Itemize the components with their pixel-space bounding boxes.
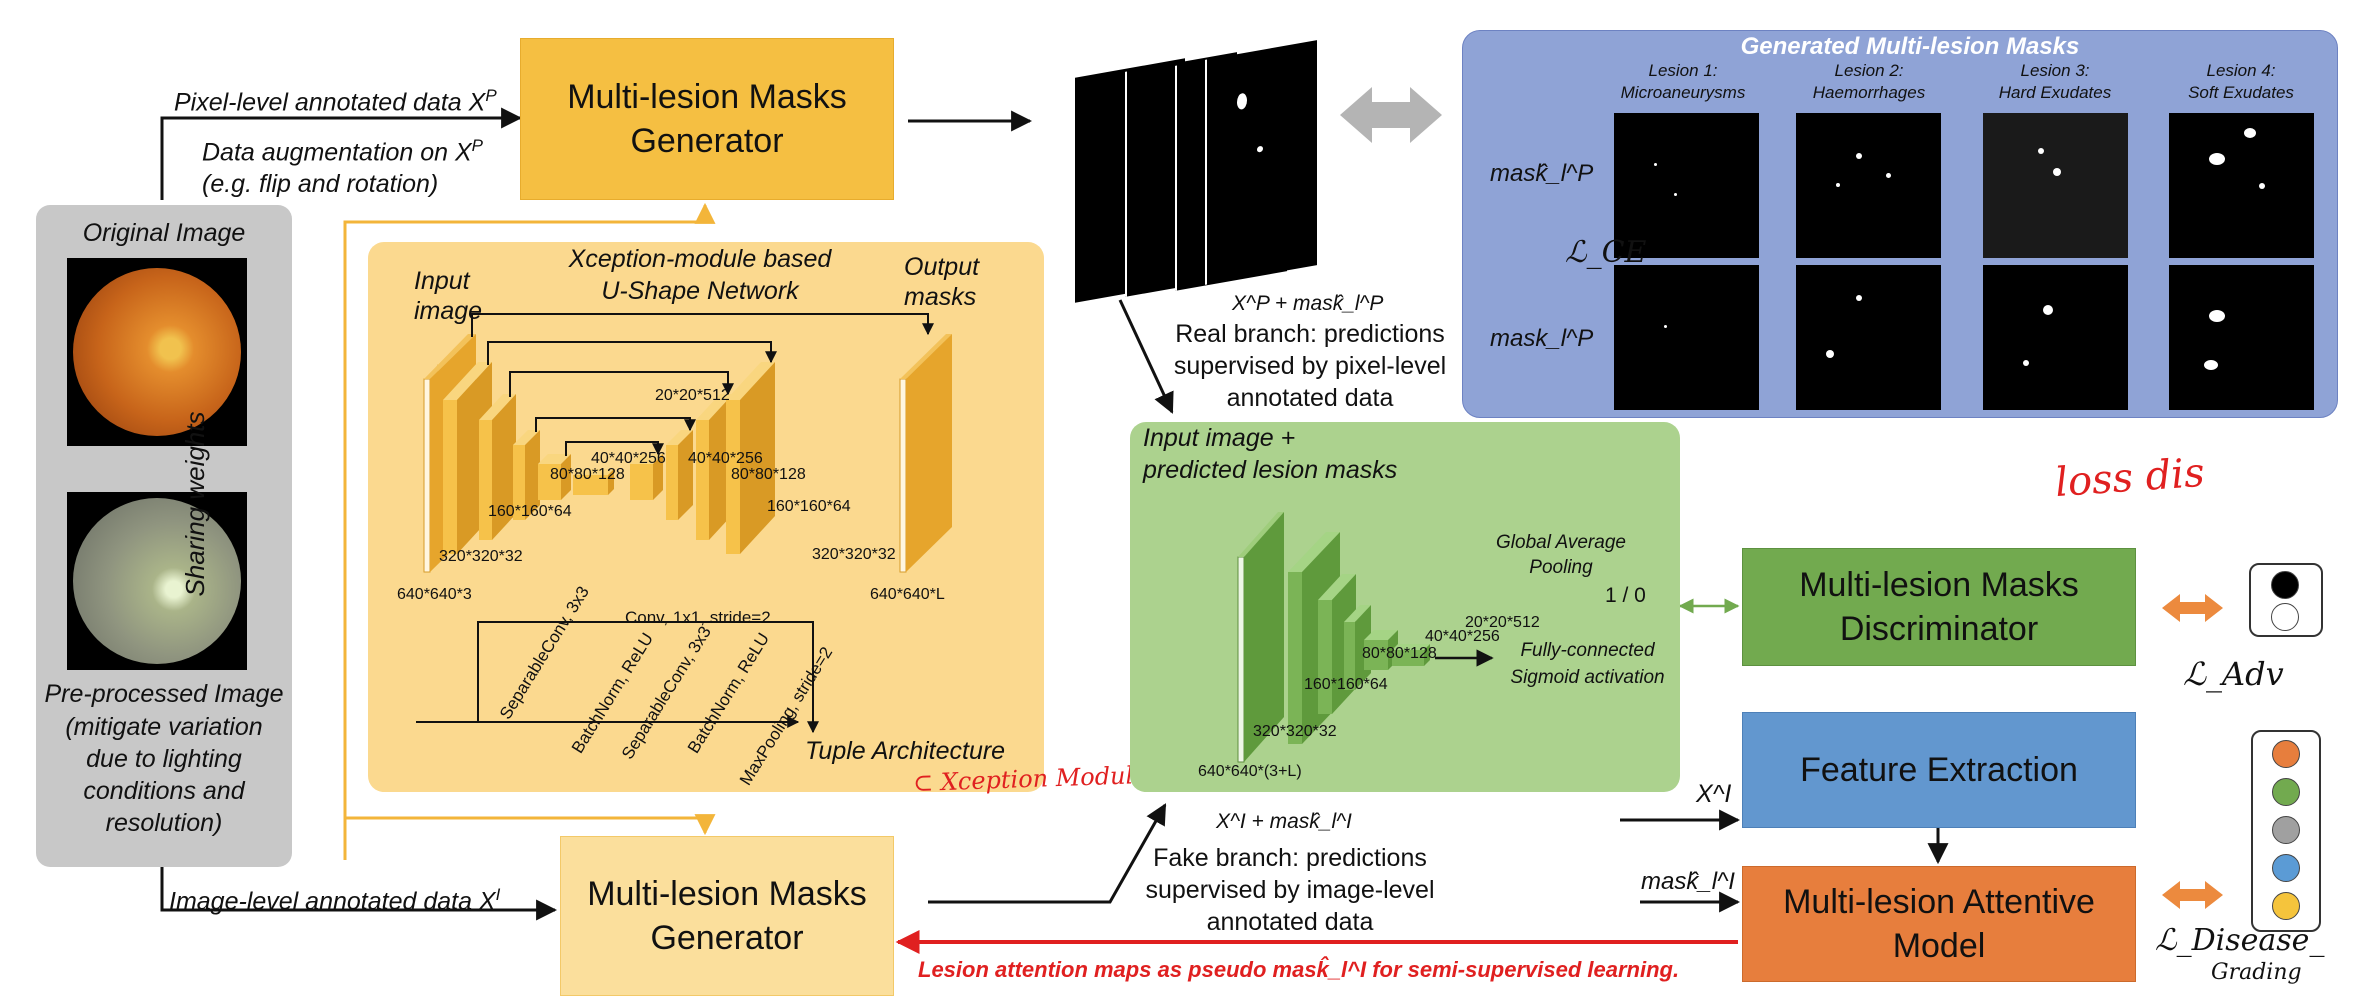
discriminator-net-panel	[1130, 422, 1680, 792]
mask-tile	[1614, 265, 1759, 410]
lesion-header: Lesion 1:Microaneurysms	[1620, 61, 1746, 102]
mask-tile	[1796, 265, 1941, 410]
mask-tile	[2169, 265, 2314, 410]
mask-tile	[1796, 113, 1941, 258]
augmentation-label: Data augmentation on XP (e.g. flip and r…	[202, 136, 483, 199]
lesion-header: Lesion 4:Soft Exudates	[2188, 61, 2294, 102]
unet-blocks	[423, 334, 952, 573]
grade-dot	[2272, 740, 2300, 768]
unet-dim: 320*320*32	[439, 548, 523, 565]
generated-masks-title: Generated Multi-lesion Masks	[1740, 33, 2080, 60]
fake-branch-formula: X^I + mask̂_l^I	[1216, 810, 1352, 833]
loss-adv-label: ℒ_Adv	[2183, 655, 2284, 693]
disc-dim: 160*160*64	[1304, 676, 1388, 693]
mask-tile	[2169, 113, 2314, 258]
mask-tile	[1983, 113, 2128, 258]
tuple-conv-label: Conv, 1x1, stride=2	[625, 608, 771, 627]
disc-output-label: 1 / 0	[1605, 584, 1646, 607]
unet-dim: 160*160*64	[488, 503, 572, 520]
preprocessed-note: (mitigate variation due to lighting cond…	[65, 713, 263, 837]
disc-net-diagram	[1237, 512, 1494, 763]
unet-dim: 40*40*256	[591, 450, 666, 467]
grade-dot	[2272, 854, 2300, 882]
grade-dot	[2272, 778, 2300, 806]
preprocessed-label: Pre-processed Image	[44, 680, 284, 708]
loss-grading-label: ℒ_Disease_ Grading	[2155, 923, 2325, 986]
pred-mask-row-label: mask̂_l^P	[1490, 160, 1594, 187]
unet-dim: 320*320*32	[812, 546, 896, 563]
feature-extraction-box: Feature Extraction	[1742, 712, 2136, 828]
unet-dim: 40*40*256	[688, 450, 763, 467]
disc-net-title: Input image +predicted lesion masks	[1143, 424, 1398, 484]
pixel-level-label: Pixel-level annotated data XP	[174, 86, 497, 117]
gt-mask-row-label: mask_l^P	[1490, 325, 1594, 352]
lesion-header: Lesion 3:Hard Exudates	[1998, 61, 2112, 102]
tuple-architecture-label: Tuple Architecture	[805, 737, 1006, 765]
xi-input-label: X^I	[1696, 780, 1732, 808]
disc-dim: 640*640*(3+L)	[1198, 763, 1302, 780]
image-level-label: Image-level annotated data XI	[169, 885, 501, 916]
mask-tile	[1614, 113, 1759, 258]
disc-dim: 80*80*128	[1362, 645, 1437, 662]
real-branch-formula: X^P + mask̂_l^P	[1232, 292, 1384, 315]
unet-dim: 160*160*64	[767, 498, 851, 515]
unet-dim: 80*80*128	[731, 466, 806, 483]
unet-dim: 80*80*128	[550, 466, 625, 483]
unet-dim: 640*640*3	[397, 586, 472, 603]
grade-dot	[2272, 816, 2300, 844]
disc-dim: 320*320*32	[1253, 723, 1337, 740]
loss-ce-label: ℒ_CE	[1565, 235, 1647, 270]
unet-diagram	[416, 313, 952, 734]
pseudo-label-text: Lesion attention maps as pseudo mask̂_l^…	[918, 957, 1680, 982]
disc-dim: 20*20*512	[1465, 614, 1540, 631]
disc-dim: 40*40*256	[1425, 628, 1500, 645]
real-branch-text: Real branch: predictions supervised by p…	[1173, 320, 1447, 412]
fundus-image	[67, 258, 247, 446]
unet-dim: 640*640*L	[870, 586, 945, 603]
sharing-weights-label: Sharing weights	[180, 411, 210, 597]
mask-input-label: mask̂_l^I	[1641, 868, 1735, 895]
grade-dot	[2272, 892, 2300, 920]
preprocessed-image	[67, 492, 247, 670]
adv-legend	[2249, 563, 2323, 637]
lesion-header: Lesion 2:Haemorrhages	[1812, 61, 1926, 102]
fake-branch-text: Fake branch: predictions supervised by i…	[1145, 844, 1435, 936]
unet-dim: 20*20*512	[655, 387, 730, 404]
predicted-masks-stack	[1075, 40, 1317, 310]
mask-tile	[1983, 265, 2128, 410]
grading-legend	[2251, 730, 2321, 932]
original-image-title: Original Image	[82, 219, 246, 247]
